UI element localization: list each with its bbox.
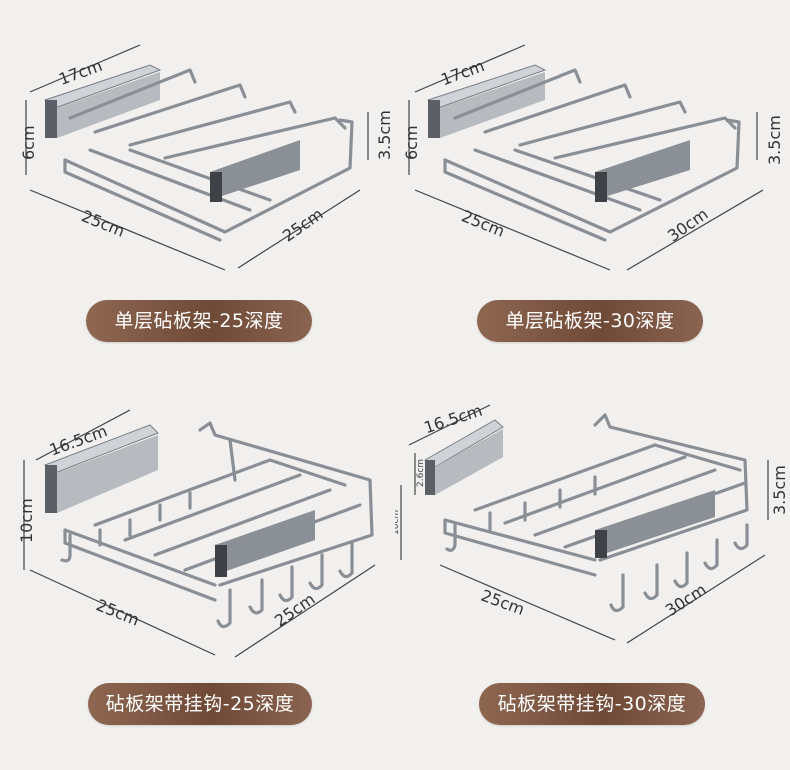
height-dim: 6cm	[402, 125, 421, 160]
rack-illustration: 17cm 6cm 3.5cm 25cm 30cm	[402, 44, 784, 271]
depth-dim: 25cm	[271, 589, 319, 630]
height-dim: 10cm	[17, 498, 36, 543]
panel-hooks-30: 16.5cm 2.6cm 10cm 3.5cm 25cm 30cm 砧板架带挂钩…	[395, 385, 790, 770]
front-dim: 25cm	[459, 206, 508, 240]
product-label: 单层砧板架-25深度	[86, 300, 312, 342]
rack-illustration: 16.5cm 2.6cm 10cm 3.5cm 25cm 30cm	[395, 401, 789, 644]
rack-illustration: 16.5cm 10cm 25cm 25cm	[17, 409, 376, 658]
panel-single-25: 17cm 6cm 3.5cm 25cm 25cm 单层砧板架-25深度	[0, 0, 395, 385]
side-height-dim: 3.5cm	[375, 110, 394, 160]
panel-hooks-25: 16.5cm 10cm 25cm 25cm 砧板架带挂钩-25深度	[0, 385, 395, 770]
small-height-dim: 2.6cm	[416, 459, 426, 487]
height-dim: 6cm	[19, 125, 38, 160]
height-dim: 10cm	[395, 510, 401, 535]
panel-single-30: 17cm 6cm 3.5cm 25cm 30cm 单层砧板架-30深度	[395, 0, 790, 385]
rack-illustration: 17cm 6cm 3.5cm 25cm 25cm	[19, 44, 394, 271]
product-label: 砧板架带挂钩-30深度	[479, 683, 705, 725]
side-height-dim: 3.5cm	[765, 115, 784, 165]
front-dim: 25cm	[478, 586, 527, 619]
front-dim: 25cm	[79, 206, 128, 240]
depth-dim: 25cm	[279, 204, 327, 245]
product-label: 单层砧板架-30深度	[477, 300, 703, 342]
product-label: 砧板架带挂钩-25深度	[88, 683, 312, 725]
front-dim: 25cm	[93, 595, 142, 629]
side-height-dim: 3.5cm	[770, 465, 789, 515]
